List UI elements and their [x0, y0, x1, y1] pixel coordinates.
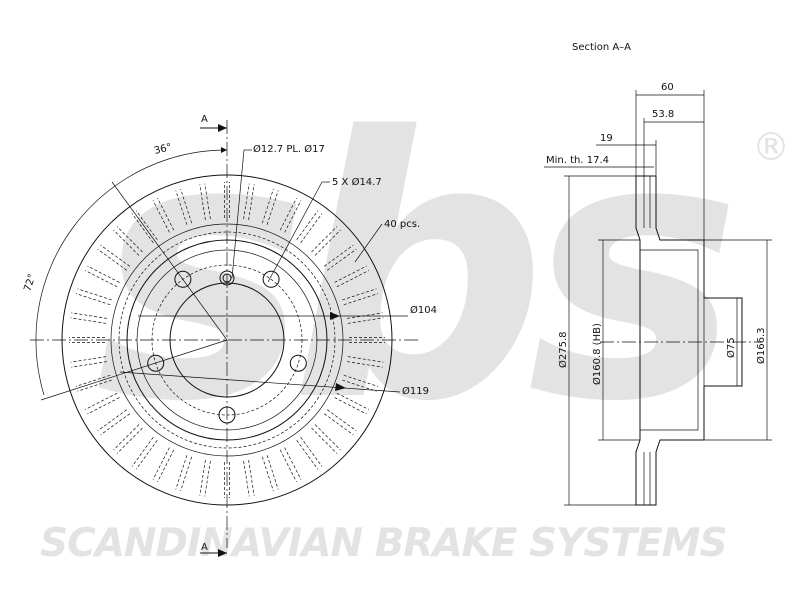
vent-slot: [296, 210, 323, 244]
bolt-hole-leader: [231, 149, 245, 279]
dim-min-label: Min. th. 17.4: [546, 155, 609, 166]
vent-slot: [311, 424, 341, 454]
vent-slot: [311, 226, 341, 256]
section-marker-bottom-arrow: [218, 549, 227, 557]
wheel-bolt-hole: [147, 354, 165, 372]
dim-60-label: 60: [661, 82, 674, 93]
section-marker-bottom-label: A: [201, 542, 208, 553]
vent-slot: [131, 436, 158, 470]
dim-75-label: Ø75: [725, 337, 737, 358]
angle-radial-72: [40, 339, 228, 401]
angle-arc-36: [114, 149, 228, 187]
vent-slot: [334, 392, 370, 415]
section-marker-top-label: A: [201, 114, 208, 125]
vent-slot: [323, 244, 357, 271]
vent-slot: [199, 460, 211, 497]
vent-slot: [131, 210, 158, 244]
vent-slot: [347, 356, 384, 368]
section-title: Section A–A: [572, 42, 631, 53]
vent-count-leader: [354, 223, 383, 263]
front-view: A A 36° 72° Ø12.7 PL. Ø17 5 X Ø14.7 40 p…: [22, 114, 437, 557]
vent-slot: [84, 265, 120, 288]
vent-slot: [113, 424, 143, 454]
dim-19-label: 19: [600, 133, 613, 144]
vent-slot: [349, 337, 385, 343]
vent-slot: [261, 188, 279, 225]
vent-slot: [84, 392, 120, 415]
dim-160-label: Ø160.8 (HB): [591, 323, 603, 385]
vent-slot: [199, 183, 211, 220]
vent-slot: [175, 188, 193, 225]
angle-label-36: 36°: [153, 142, 173, 157]
angle-label-72: 72°: [22, 273, 38, 293]
vent-slot: [97, 244, 131, 271]
hub-diameter-label: Ø104: [410, 304, 437, 316]
watermark-logo: sbs: [95, 61, 729, 480]
ring-diameter-arrow: [335, 383, 346, 391]
vent-slot: [70, 312, 107, 324]
vent-slot: [296, 436, 323, 470]
vent-slot: [224, 462, 230, 498]
vent-slot: [70, 356, 107, 368]
vent-slot: [261, 455, 279, 492]
vent-count-label: 40 pcs.: [384, 219, 420, 230]
vent-slot: [323, 409, 357, 436]
dim-166-label: Ø166.3: [755, 328, 767, 365]
vent-slots: [69, 182, 385, 498]
ring-diameter-leader: [119, 371, 401, 393]
vent-slot: [152, 197, 175, 233]
wheel-bolt-hole: [289, 354, 307, 372]
wheel-bolt-hole: [262, 270, 280, 288]
ring-diameter-label: Ø119: [402, 385, 429, 397]
vent-slot: [152, 447, 175, 483]
vent-slot: [279, 447, 302, 483]
vent-slot: [75, 288, 112, 306]
vent-slot: [347, 312, 384, 324]
vent-slot: [342, 288, 379, 306]
vent-slot: [97, 409, 131, 436]
vent-slot: [279, 197, 302, 233]
vent-slot: [224, 182, 230, 218]
vent-slot: [334, 265, 370, 288]
angle-arc-36-arrow: [221, 147, 227, 153]
vent-slot: [113, 226, 143, 256]
wheel-hole-leader: [267, 181, 323, 283]
vent-slot: [75, 374, 112, 392]
vent-slot: [243, 183, 255, 220]
bolt-hole-label: Ø12.7 PL. Ø17: [253, 143, 325, 155]
dim-53-label: 53.8: [652, 109, 674, 120]
wheel-hole-label: 5 X Ø14.7: [332, 176, 382, 188]
section-marker-top-arrow: [218, 124, 227, 132]
watermark-company-name: SCANDINAVIAN BRAKE SYSTEMS: [40, 521, 727, 566]
dim-275-label: Ø275.8: [557, 332, 569, 369]
vent-slot: [69, 337, 105, 343]
wheel-bolt-hole: [174, 270, 192, 288]
hub-diameter-arrow: [330, 312, 340, 320]
vent-slot: [175, 455, 193, 492]
vent-slot: [342, 374, 379, 392]
section-view: Section A–A 60 53.8 19 Min. th. 17.4: [544, 42, 772, 506]
angle-radial-36: [111, 181, 228, 341]
watermark-registered-mark: ®: [752, 125, 790, 169]
vent-slot: [243, 460, 255, 497]
angle-arc-72: [35, 185, 116, 396]
